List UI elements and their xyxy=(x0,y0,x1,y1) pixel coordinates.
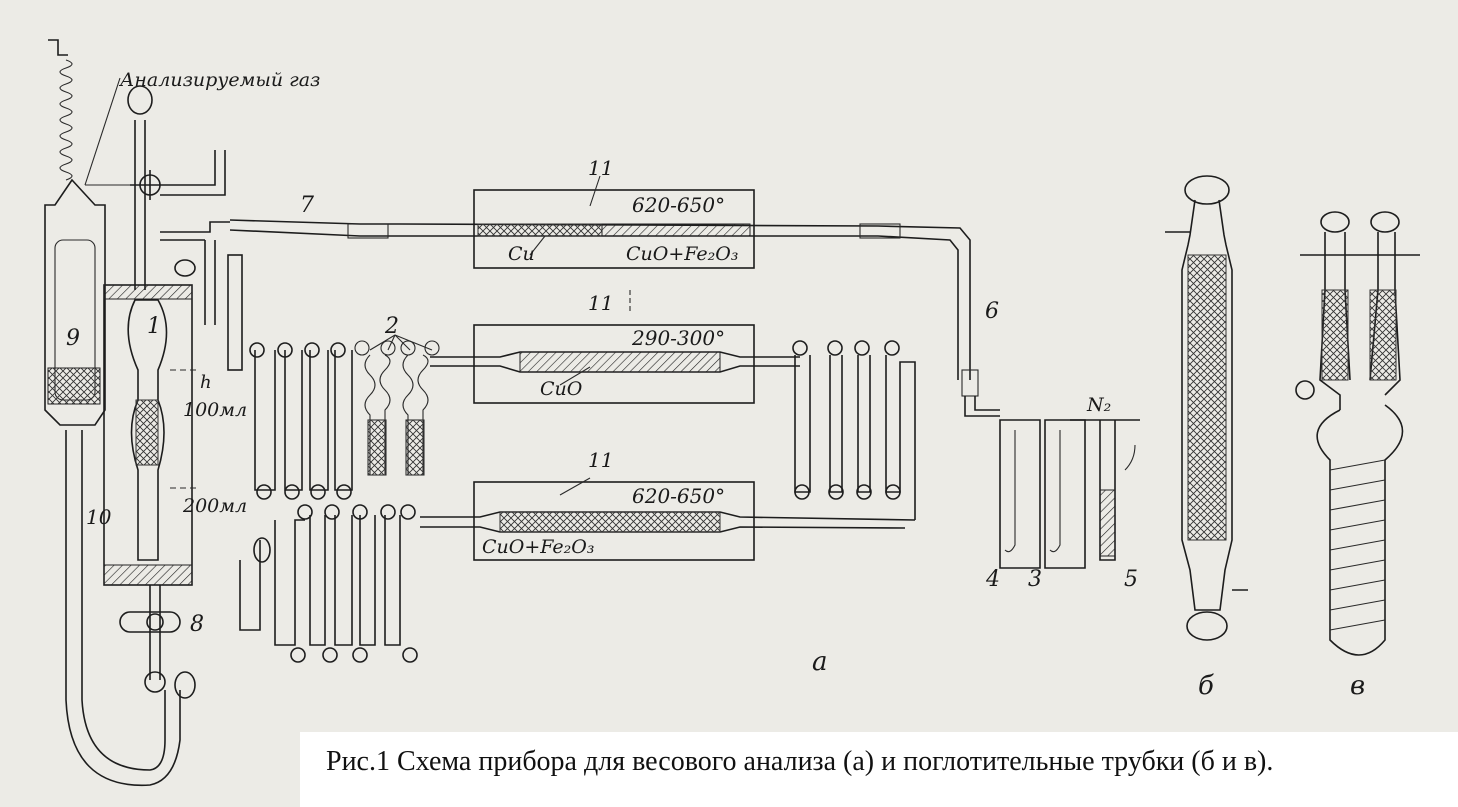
label-cuo: CuO xyxy=(540,378,583,400)
gas-burette-assembly xyxy=(44,39,243,787)
label-h: h xyxy=(200,372,212,393)
top-train xyxy=(229,175,1000,417)
label-analyzed-gas: Анализируемый газ xyxy=(118,69,320,91)
label-11-top: 11 xyxy=(588,156,613,180)
spring xyxy=(59,59,73,181)
leveling-bulb xyxy=(44,178,106,426)
label-v: в xyxy=(1350,671,1365,701)
label-cu: Cu xyxy=(508,243,535,265)
label-b: б xyxy=(1198,671,1214,701)
furnace-top xyxy=(473,189,755,269)
label-200ml: 200мл xyxy=(182,495,247,517)
label-temp-bottom: 620-650° xyxy=(632,484,725,508)
label-11-middle: 11 xyxy=(588,291,613,315)
label-n2: N₂ xyxy=(1086,394,1111,416)
caption-background xyxy=(300,732,1458,807)
label-10: 10 xyxy=(86,505,112,529)
label-1: 1 xyxy=(147,314,161,339)
label-2: 2 xyxy=(384,314,399,339)
rubber-tube xyxy=(65,430,181,787)
middle-train xyxy=(249,290,916,520)
label-cuo-fe2o3-bottom: CuO+Fe₂O₃ xyxy=(482,536,594,558)
label-a: а xyxy=(812,647,828,677)
furnace-bottom xyxy=(473,481,755,561)
bottom-train xyxy=(239,477,916,663)
label-8: 8 xyxy=(190,612,204,637)
label-11-bottom: 11 xyxy=(588,448,613,472)
stopcock-8 xyxy=(119,611,181,633)
measuring-burette xyxy=(127,299,168,561)
furnace-middle xyxy=(473,324,755,404)
label-100ml: 100мл xyxy=(183,399,247,421)
label-7: 7 xyxy=(300,193,314,218)
label-temp-middle: 290-300° xyxy=(631,326,725,350)
bubblers xyxy=(999,419,1140,569)
absorption-tube-v xyxy=(1295,211,1420,656)
label-5: 5 xyxy=(1124,567,1138,592)
figure-caption: Рис.1 Схема прибора для весового анализа… xyxy=(326,746,1274,777)
label-9: 9 xyxy=(66,326,80,351)
label-3: 3 xyxy=(1028,567,1042,592)
label-4: 4 xyxy=(985,567,1000,592)
label-cuo-fe2o3-top: CuO+Fe₂O₃ xyxy=(626,243,738,265)
label-6: 6 xyxy=(985,299,999,324)
label-temp-top: 620-650° xyxy=(632,193,725,217)
absorption-tube-b xyxy=(1165,175,1248,641)
